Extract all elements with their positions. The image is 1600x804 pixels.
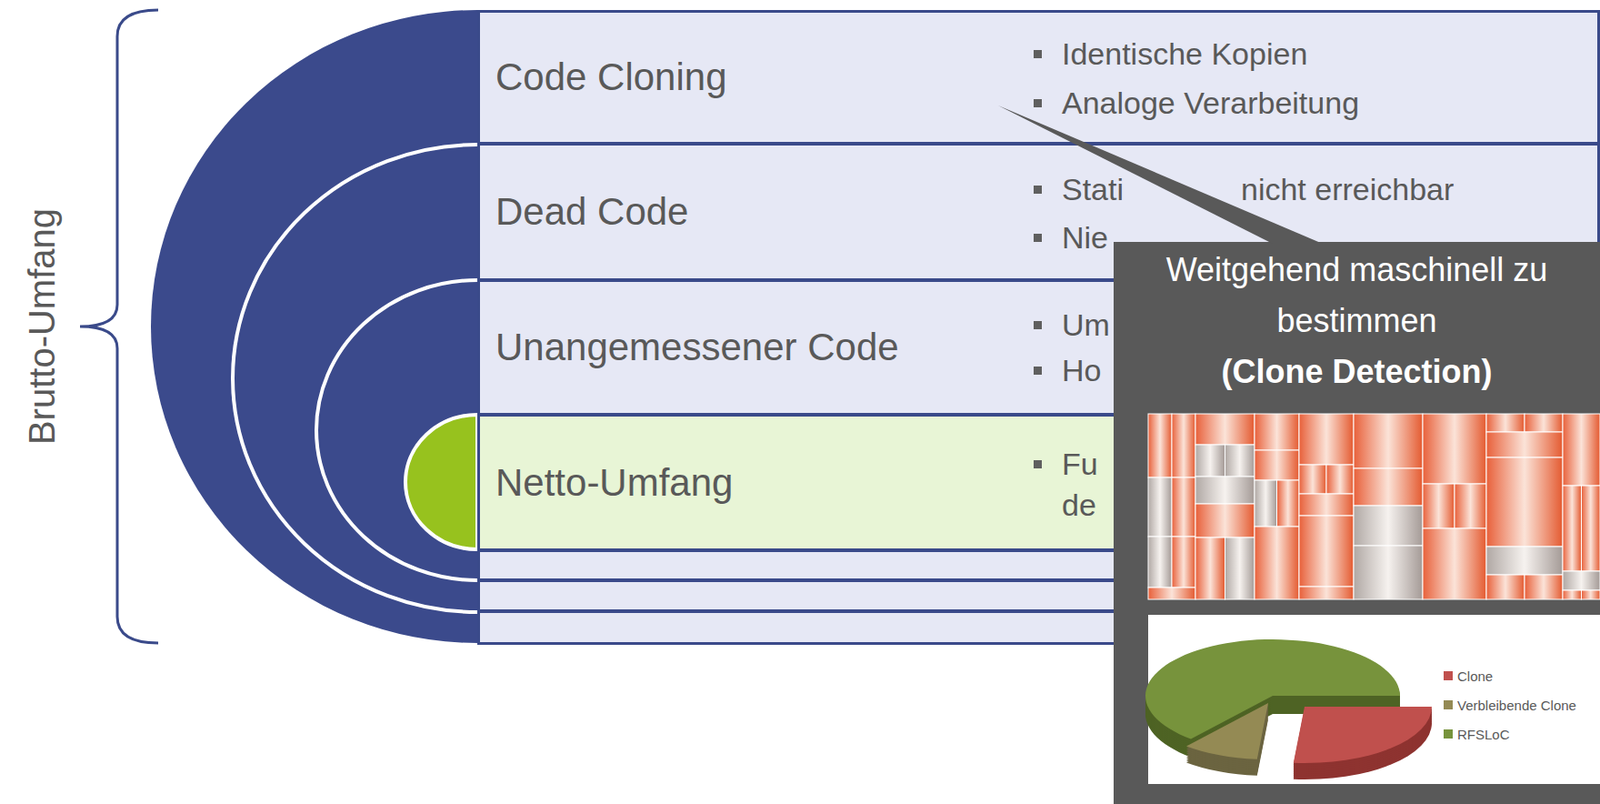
pie-chart	[1145, 639, 1432, 780]
treemap-cell	[1195, 444, 1226, 477]
bullet-square	[1033, 185, 1042, 194]
arc-ring	[316, 280, 478, 580]
treemap-cell	[1422, 483, 1455, 529]
treemap-cell	[1148, 413, 1172, 478]
treemap-cell	[1299, 493, 1354, 516]
treemap-cell	[1422, 528, 1487, 600]
core-half-disc	[405, 414, 478, 550]
bullet-square	[1033, 50, 1042, 59]
legend-text: RFSLoC	[1457, 726, 1510, 742]
legend-text: Verbleibende Clone	[1457, 697, 1577, 713]
treemap-cell	[1148, 536, 1172, 588]
bullet-square	[1033, 460, 1042, 469]
treemap-cell	[1171, 413, 1196, 478]
treemap-cell	[1353, 505, 1423, 546]
bullet-text: Analoge Verarbeitung	[1061, 85, 1360, 121]
treemap-cell	[1254, 450, 1300, 480]
treemap-cell	[1562, 590, 1582, 600]
pie-slice	[1293, 706, 1432, 763]
band-heading: Dead Code	[495, 190, 689, 234]
treemap-cell	[1562, 413, 1600, 486]
pie-slice	[1186, 702, 1269, 760]
treemap-cell	[1299, 413, 1354, 465]
treemap-cell	[1225, 444, 1256, 477]
treemap-cell	[1486, 413, 1525, 432]
treemap-cell	[1326, 464, 1354, 494]
treemap-cell	[1486, 457, 1563, 547]
treemap-cell	[1195, 476, 1255, 504]
arc-ring	[232, 144, 478, 612]
treemap-cell	[1581, 590, 1600, 600]
bullet-text: Ho	[1061, 352, 1101, 389]
treemap-cell	[1353, 545, 1423, 600]
treemap	[1148, 413, 1600, 600]
treemap-cell	[1353, 468, 1423, 506]
treemap-panel	[1148, 413, 1600, 600]
legend-swatch	[1443, 729, 1453, 739]
treemap-cell	[1562, 485, 1582, 571]
bullet-text: Nie	[1061, 220, 1109, 256]
bullet-square	[1033, 366, 1042, 375]
treemap-cell	[1581, 485, 1600, 571]
callout-title: Weitgehend maschinell zu bestimmen	[1120, 244, 1594, 347]
treemap-cell	[1195, 537, 1226, 600]
treemap-cell	[1195, 503, 1255, 538]
bullet-text: Um	[1061, 307, 1110, 343]
treemap-cell	[1148, 587, 1196, 600]
treemap-cell	[1486, 546, 1563, 575]
treemap-cell	[1454, 483, 1487, 529]
treemap-cell	[1195, 413, 1255, 445]
treemap-cell	[1171, 477, 1196, 537]
band-heading: Unangemessener Code	[495, 325, 900, 370]
bullet-square	[1033, 233, 1042, 242]
band-heading: Code Cloning	[495, 55, 728, 100]
legend-swatch	[1443, 700, 1453, 710]
treemap-cell	[1254, 526, 1300, 600]
bracket	[80, 10, 159, 643]
treemap-cell	[1277, 480, 1300, 527]
band-heading: Netto-Umfang	[495, 460, 733, 505]
treemap-cell	[1299, 515, 1354, 587]
treemap-cell	[1524, 574, 1563, 600]
legend-swatch	[1443, 670, 1453, 680]
treemap-cell	[1562, 570, 1600, 590]
treemap-cell	[1254, 480, 1278, 527]
bullet-text: nicht erreichbar	[1240, 171, 1454, 208]
bullet-text: Fu	[1061, 446, 1099, 482]
treemap-cell	[1171, 536, 1196, 588]
treemap-cell	[1353, 413, 1423, 469]
treemap-cell	[1422, 413, 1487, 484]
treemap-cell	[1148, 477, 1172, 537]
treemap-cell	[1486, 574, 1525, 600]
treemap-cell	[1254, 413, 1300, 450]
callout-text: Weitgehend maschinell zu bestimmen(Clone…	[1120, 244, 1594, 398]
treemap-cell	[1524, 413, 1563, 432]
bullet-text: de	[1061, 487, 1097, 523]
bullet-text: Identische Kopien	[1061, 36, 1308, 72]
callout-pointer	[998, 105, 1323, 244]
outer-half-disc	[150, 10, 478, 643]
bullet-square	[1033, 320, 1042, 330]
treemap-cell	[1299, 464, 1327, 494]
treemap-cell	[1299, 586, 1354, 600]
treemap-cell	[1225, 537, 1256, 600]
bullet-text: Stati	[1061, 171, 1124, 208]
axis-label: Brutto-Umfang	[21, 208, 63, 445]
bullet-square	[1033, 99, 1042, 108]
legend-text: Clone	[1457, 668, 1493, 684]
callout-subtitle: (Clone Detection)	[1120, 346, 1594, 398]
treemap-cell	[1486, 431, 1563, 458]
